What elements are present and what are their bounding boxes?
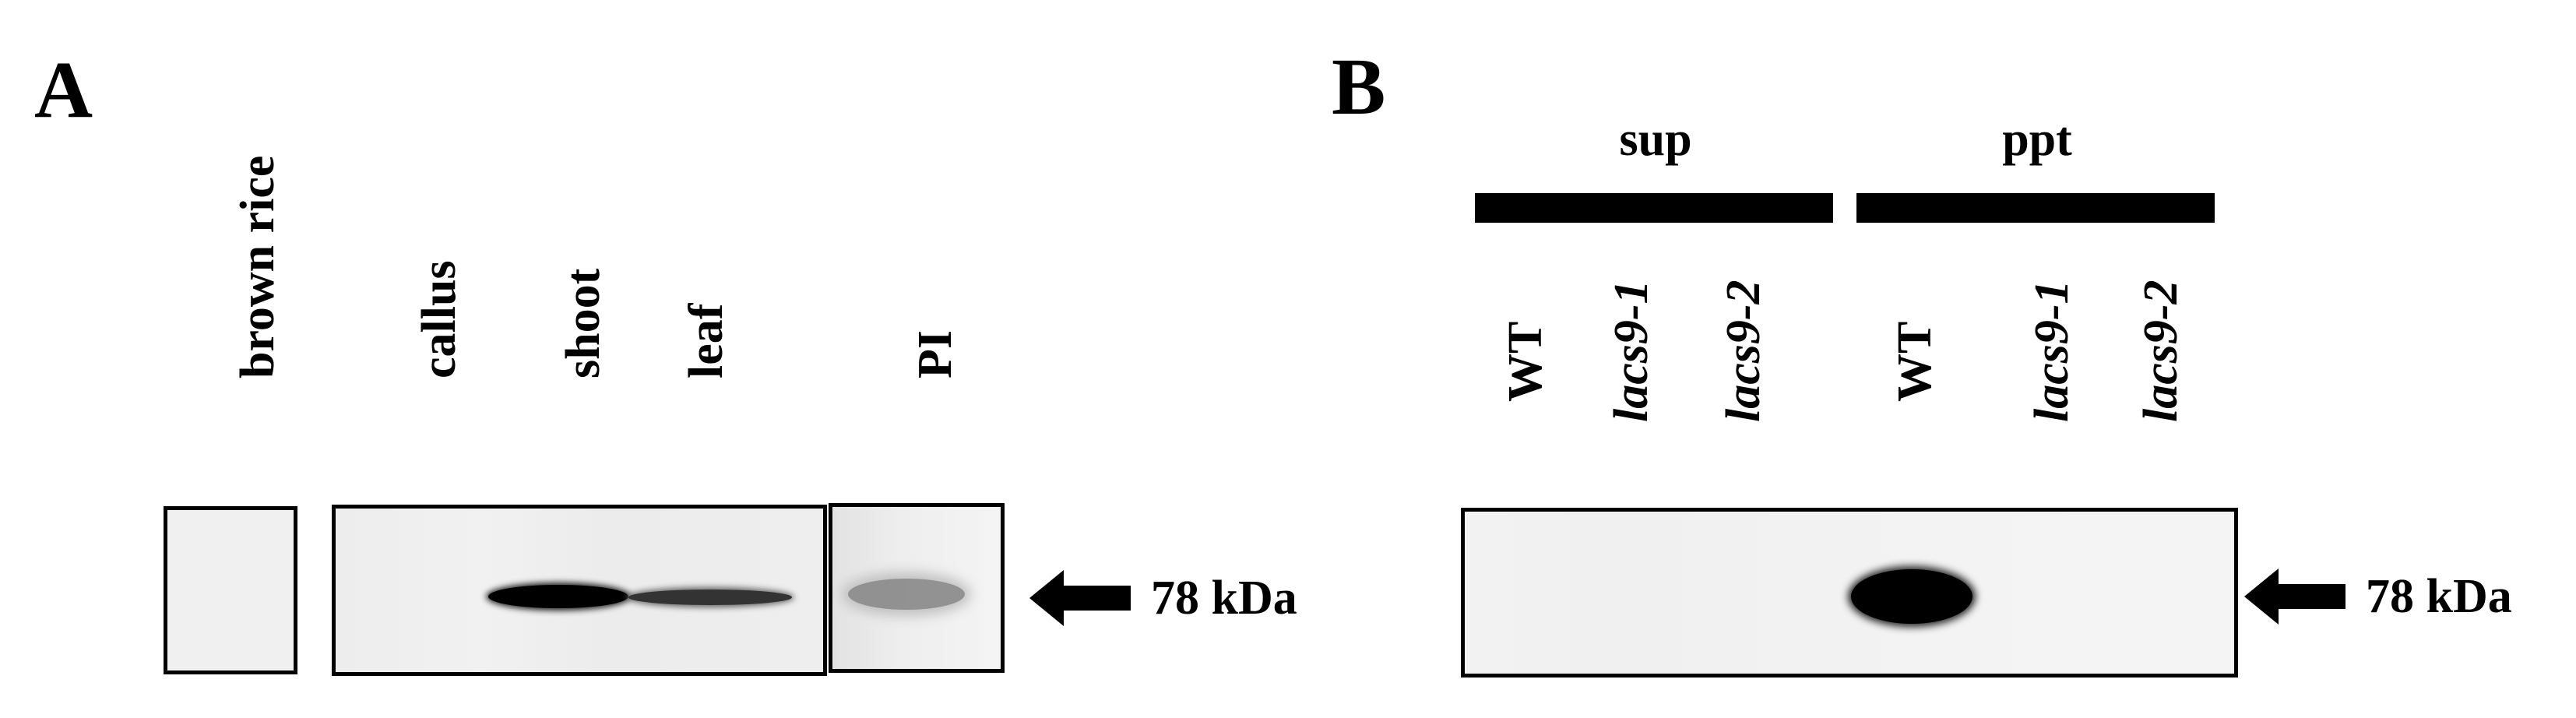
marker-arrow-b: 78 kDa	[2244, 565, 2512, 628]
panel-b-letter: B	[1332, 42, 1386, 132]
lane-label-text: lacs9-1	[1605, 280, 1658, 422]
lane-label-text: lacs9-2	[2134, 280, 2187, 422]
group-bar-sup	[1475, 193, 1833, 223]
lane-label-text: PI	[909, 330, 962, 378]
lane-label-text: leaf	[680, 303, 733, 378]
lane-label-text: lacs9-2	[1717, 280, 1770, 422]
panel-a-letter: A	[34, 45, 93, 135]
marker-label-b: 78 kDa	[2366, 570, 2512, 623]
left-arrow-icon	[2244, 568, 2345, 625]
band-pi	[848, 579, 965, 610]
band-shoot	[488, 585, 628, 608]
marker-arrow-a: 78 kDa	[1029, 567, 1297, 629]
lane-label-text: WT	[1888, 321, 1941, 402]
lane-label-text: shoot	[557, 268, 610, 378]
group-label-ppt: ppt	[2002, 113, 2072, 166]
lane-label-text: brown rice	[231, 155, 284, 378]
band-wt-ppt	[1851, 569, 1972, 624]
lane-label-text: WT	[1499, 321, 1552, 402]
blot-pi	[829, 503, 1005, 673]
group-label-sup: sup	[1619, 113, 1692, 166]
blot-tissues	[332, 505, 827, 676]
blot-brown-rice	[164, 506, 297, 674]
group-bar-ppt	[1856, 193, 2215, 223]
lane-label-text: callus	[413, 260, 466, 378]
marker-label-a: 78 kDa	[1151, 572, 1297, 625]
blot-fractions	[1461, 508, 2238, 678]
lane-label-text: lacs9-1	[2025, 280, 2078, 422]
left-arrow-icon	[1029, 570, 1131, 626]
band-leaf	[628, 590, 792, 605]
